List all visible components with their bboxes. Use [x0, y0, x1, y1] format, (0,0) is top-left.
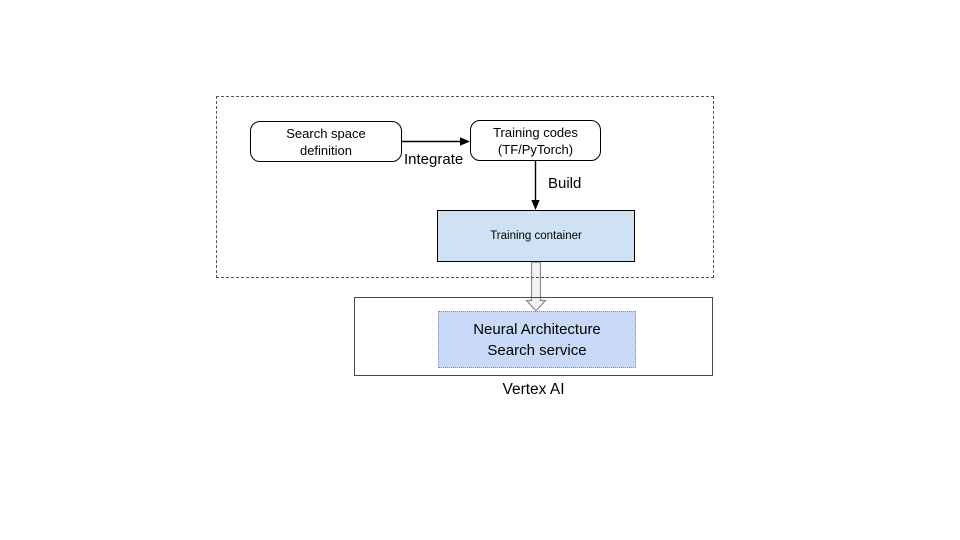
training-codes-box: Training codes (TF/PyTorch): [470, 120, 601, 161]
integrate-edge-label: Integrate: [404, 151, 464, 168]
dashed-group-outline: [216, 96, 714, 278]
search-space-box: Search space definition: [250, 121, 402, 162]
search-space-label: Search space definition: [286, 125, 366, 158]
nas-service-box: Neural Architecture Search service: [438, 311, 636, 368]
nas-service-label: Neural Architecture Search service: [473, 320, 601, 359]
vertex-ai-label: Vertex AI: [502, 381, 565, 398]
integrate-arrow: [402, 137, 470, 146]
container-to-nas-arrow: [525, 261, 547, 312]
build-edge-label: Build: [548, 175, 582, 192]
training-codes-label: Training codes (TF/PyTorch): [493, 124, 578, 157]
training-container-label: Training container: [490, 230, 582, 242]
training-container-box: Training container: [437, 210, 635, 262]
vertex-ai-container: [354, 297, 713, 376]
build-arrow: [531, 161, 540, 210]
